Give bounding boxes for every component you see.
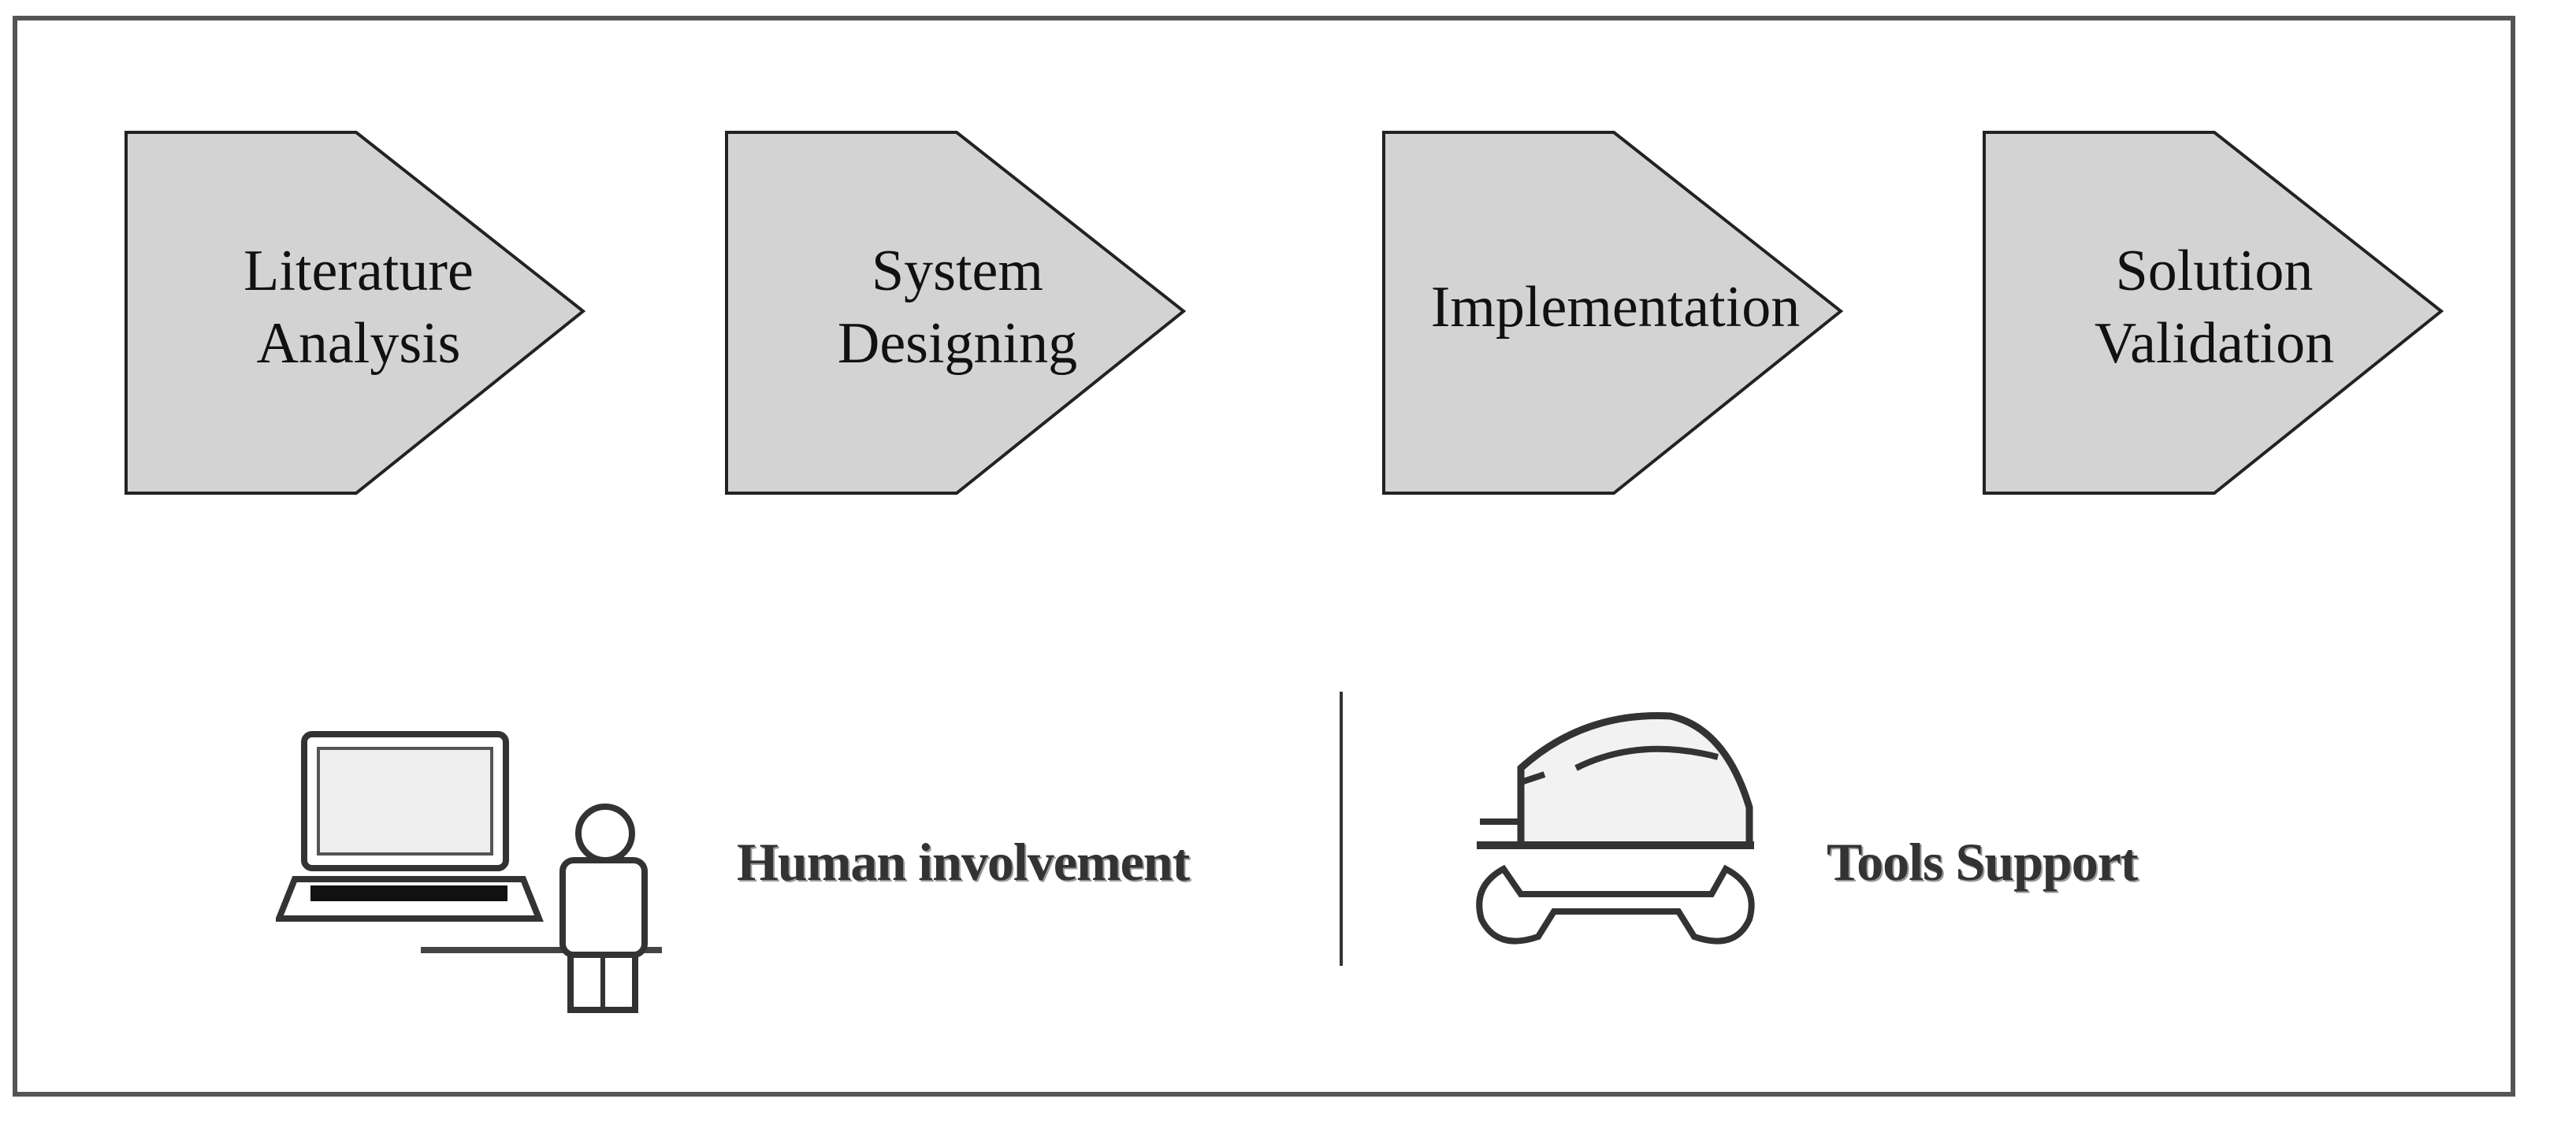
legend-label-tools-support: Tools Support bbox=[1827, 832, 2139, 892]
step-arrow-implementation bbox=[1382, 131, 1844, 495]
step-arrow-solution-validation bbox=[1983, 131, 2444, 495]
step-label-line: Validation bbox=[2094, 311, 2335, 376]
hardhat-wrench-icon bbox=[1476, 712, 1755, 945]
step-label-implementation: Implementation bbox=[1395, 126, 1836, 488]
step-label-line: Solution bbox=[2115, 239, 2314, 303]
step-label-line: System bbox=[872, 239, 1043, 303]
step-arrow-literature-analysis bbox=[125, 131, 586, 495]
step-label-line: Implementation bbox=[1430, 275, 1801, 340]
step-label-line: Analysis bbox=[256, 311, 461, 376]
step-label-line: Literature bbox=[243, 239, 474, 303]
step-arrow-system-designing bbox=[725, 131, 1187, 495]
legend-divider bbox=[1340, 692, 1343, 966]
step-label-line: Designing bbox=[837, 311, 1078, 376]
person-at-laptop-icon bbox=[276, 731, 662, 1013]
legend-label-human-involvement: Human involvement bbox=[737, 832, 1190, 892]
